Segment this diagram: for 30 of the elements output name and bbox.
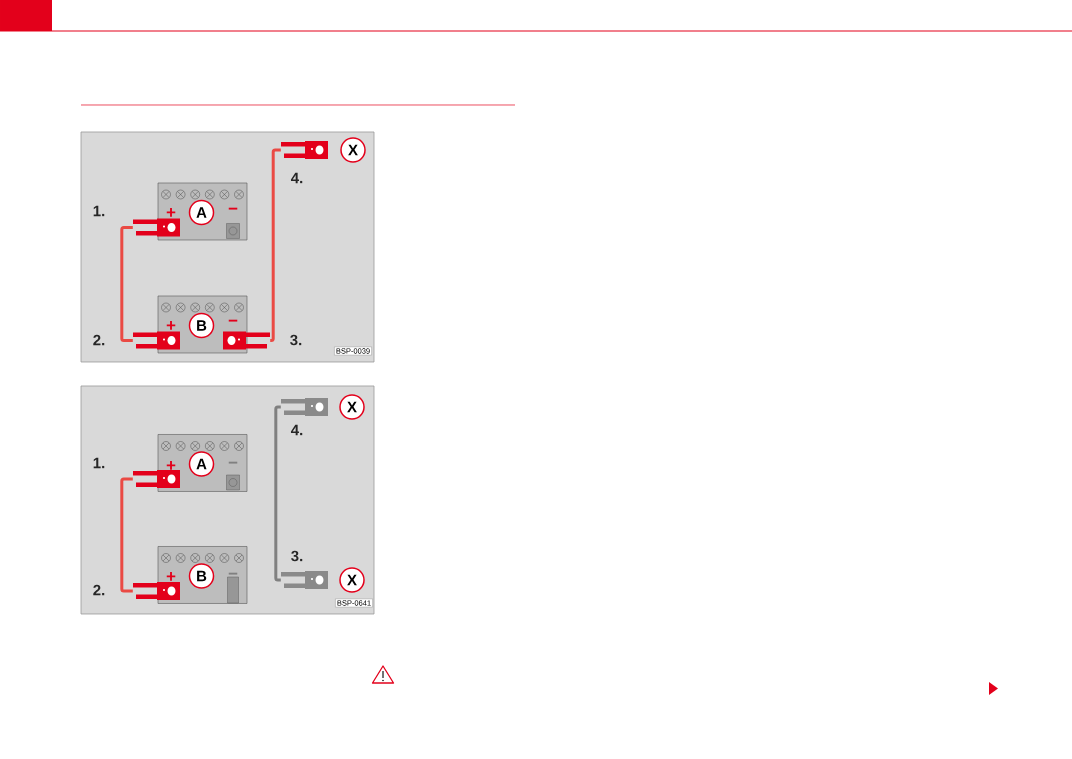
callout-number: 1. [93,205,105,217]
callout-number: 3. [291,550,303,562]
plus-sign: + [166,461,176,470]
plus-sign: + [166,208,176,217]
callout-number: 2. [93,584,105,596]
clamp [281,398,328,416]
minus-sign: − [228,572,238,575]
clamp [281,571,328,589]
minus-sign: − [228,207,238,210]
clamp [133,582,180,600]
ground-point: X [340,137,366,163]
ground-point: X [339,394,365,420]
clamp [133,331,180,350]
callout-number: 3. [290,334,302,346]
ground-point: X [339,567,365,593]
callout-number: 2. [93,334,105,346]
cable [120,226,133,342]
clamp [133,470,180,488]
plus-sign: + [166,321,176,330]
plus-sign: + [166,572,176,581]
clamp [281,141,328,159]
minus-sign: − [228,319,238,322]
minus-sign: − [228,461,238,464]
cable [120,477,133,593]
callout-number: 4. [290,424,303,436]
callout-number: 4. [290,172,303,184]
callout-number: 1. [93,457,105,469]
clamp [133,218,180,237]
clamp [223,331,270,350]
cable [269,148,281,342]
